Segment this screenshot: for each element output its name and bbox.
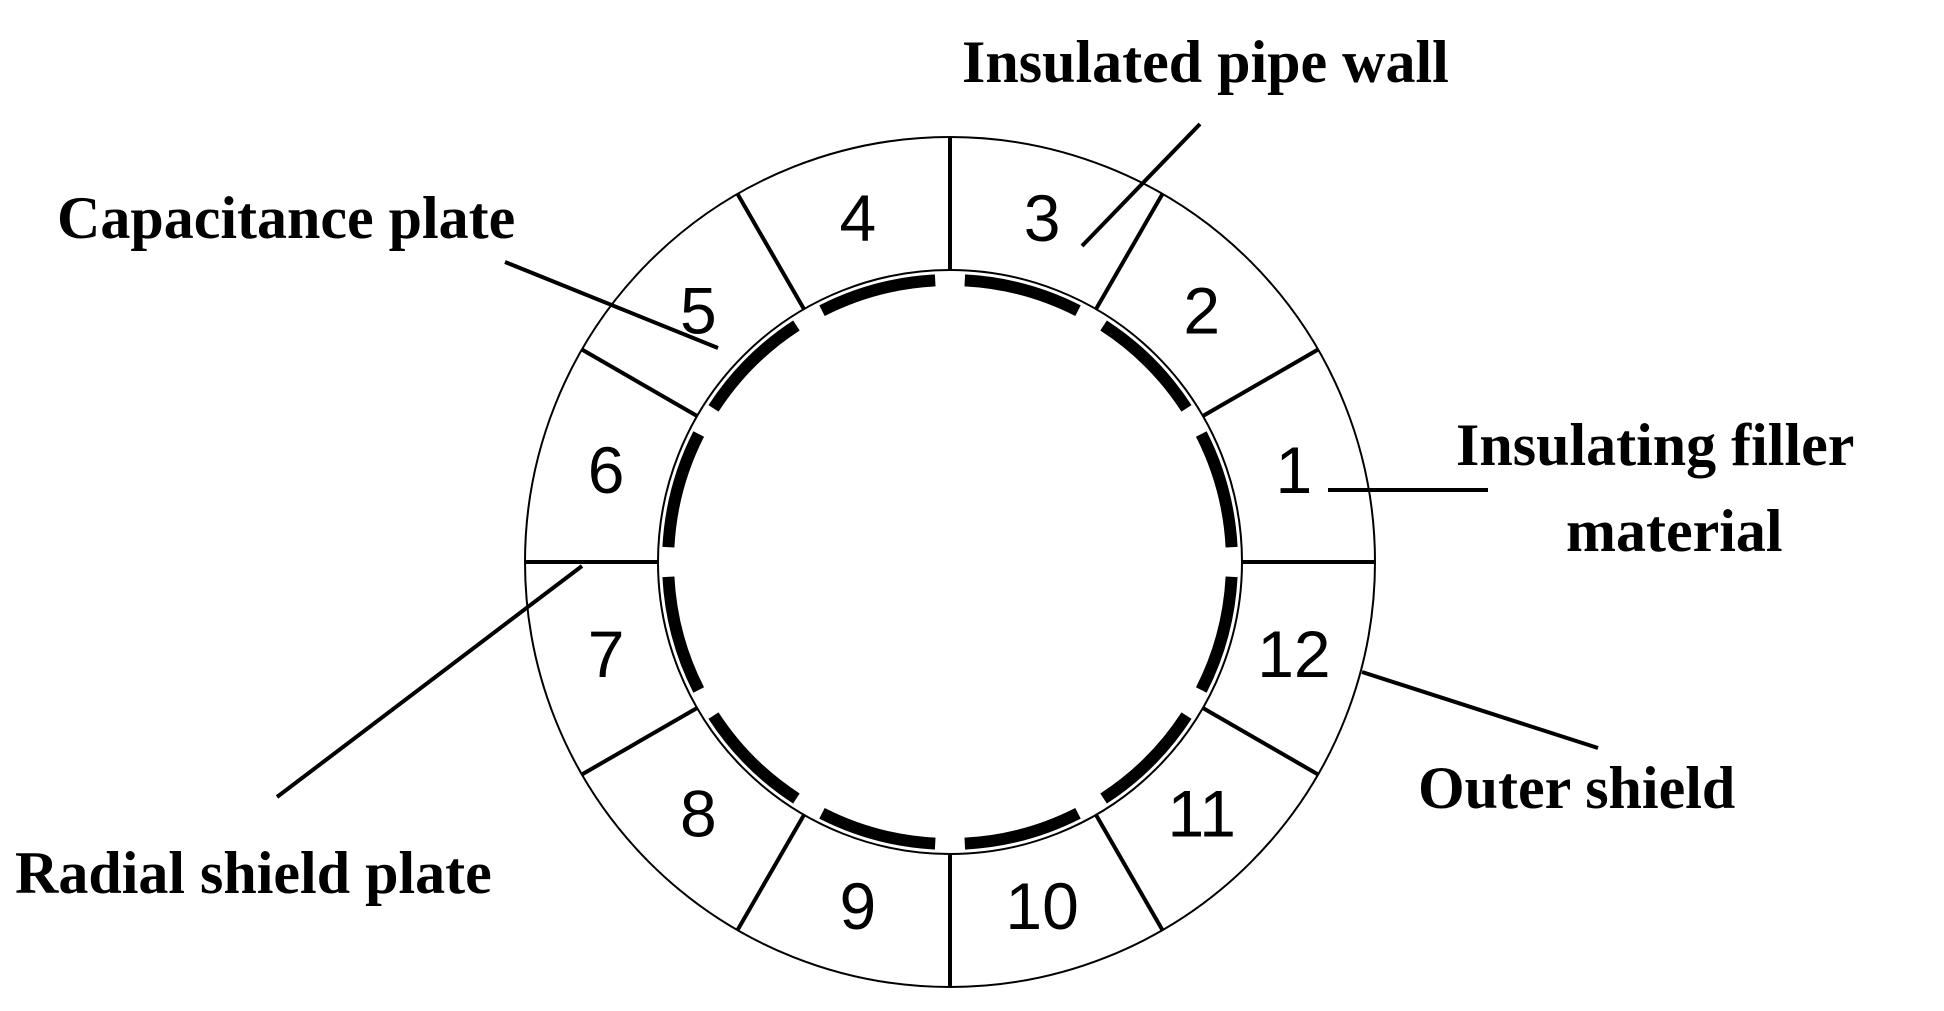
capacitance-plate-arc — [708, 320, 800, 412]
capacitance-plate-arc — [1100, 712, 1192, 804]
segment-label-10: 10 — [1005, 869, 1078, 943]
capacitance-plate-arc — [662, 576, 705, 693]
segment-label-6: 6 — [588, 433, 625, 507]
radial-shield-plate-line — [1201, 706, 1320, 777]
capacitance-plate-arc — [964, 807, 1081, 850]
segment-label-12: 12 — [1257, 617, 1330, 691]
leader-line-capacitance-plate — [504, 260, 719, 350]
label-insulated-pipe-wall: Insulated pipe wall — [962, 29, 1449, 95]
segment-label-7: 7 — [588, 617, 625, 691]
radial-shield-plates — [525, 137, 1375, 987]
capacitance-plate-arc — [662, 431, 705, 548]
capacitance-plates — [662, 274, 1238, 850]
segment-label-11: 11 — [1167, 777, 1236, 851]
segment-label-8: 8 — [680, 777, 717, 851]
leader-line-radial-shield-plate — [275, 564, 584, 799]
insulated-pipe-wall-ring — [657, 269, 1243, 855]
capacitance-plate-arc — [819, 807, 936, 850]
radial-shield-plate-line — [1094, 813, 1165, 932]
segment-label-2: 2 — [1183, 273, 1220, 347]
label-radial-shield-plate: Radial shield plate — [15, 840, 492, 906]
capacitance-plate-arc — [708, 712, 800, 804]
capacitance-plate-arc — [1195, 431, 1238, 548]
leader-line-outer-shield — [1361, 670, 1599, 750]
capacitance-plate-arc — [819, 274, 936, 317]
leader-line-insulated-pipe-wall — [1080, 122, 1202, 248]
radial-shield-plate-line — [735, 192, 806, 311]
label-outer-shield: Outer shield — [1418, 755, 1735, 821]
label-insulating-filler-line2: material — [1566, 498, 1783, 564]
capacitance-plate-arc — [1195, 576, 1238, 693]
segment-label-4: 4 — [840, 181, 877, 255]
segment-label-1: 1 — [1276, 433, 1313, 507]
capacitance-plate-arc — [964, 274, 1081, 317]
label-capacitance-plate: Capacitance plate — [57, 185, 515, 251]
segment-label-9: 9 — [840, 869, 877, 943]
radial-shield-plate-line — [735, 813, 806, 932]
radial-shield-plate-line — [1094, 192, 1165, 311]
label-insulating-filler-line1: Insulating filler — [1456, 412, 1854, 478]
radial-shield-plate-line — [1201, 347, 1320, 418]
radial-shield-plate-line — [580, 347, 699, 418]
segment-label-3: 3 — [1024, 181, 1061, 255]
radial-shield-plate-line — [580, 706, 699, 777]
capacitance-plate-arc — [1100, 320, 1192, 412]
